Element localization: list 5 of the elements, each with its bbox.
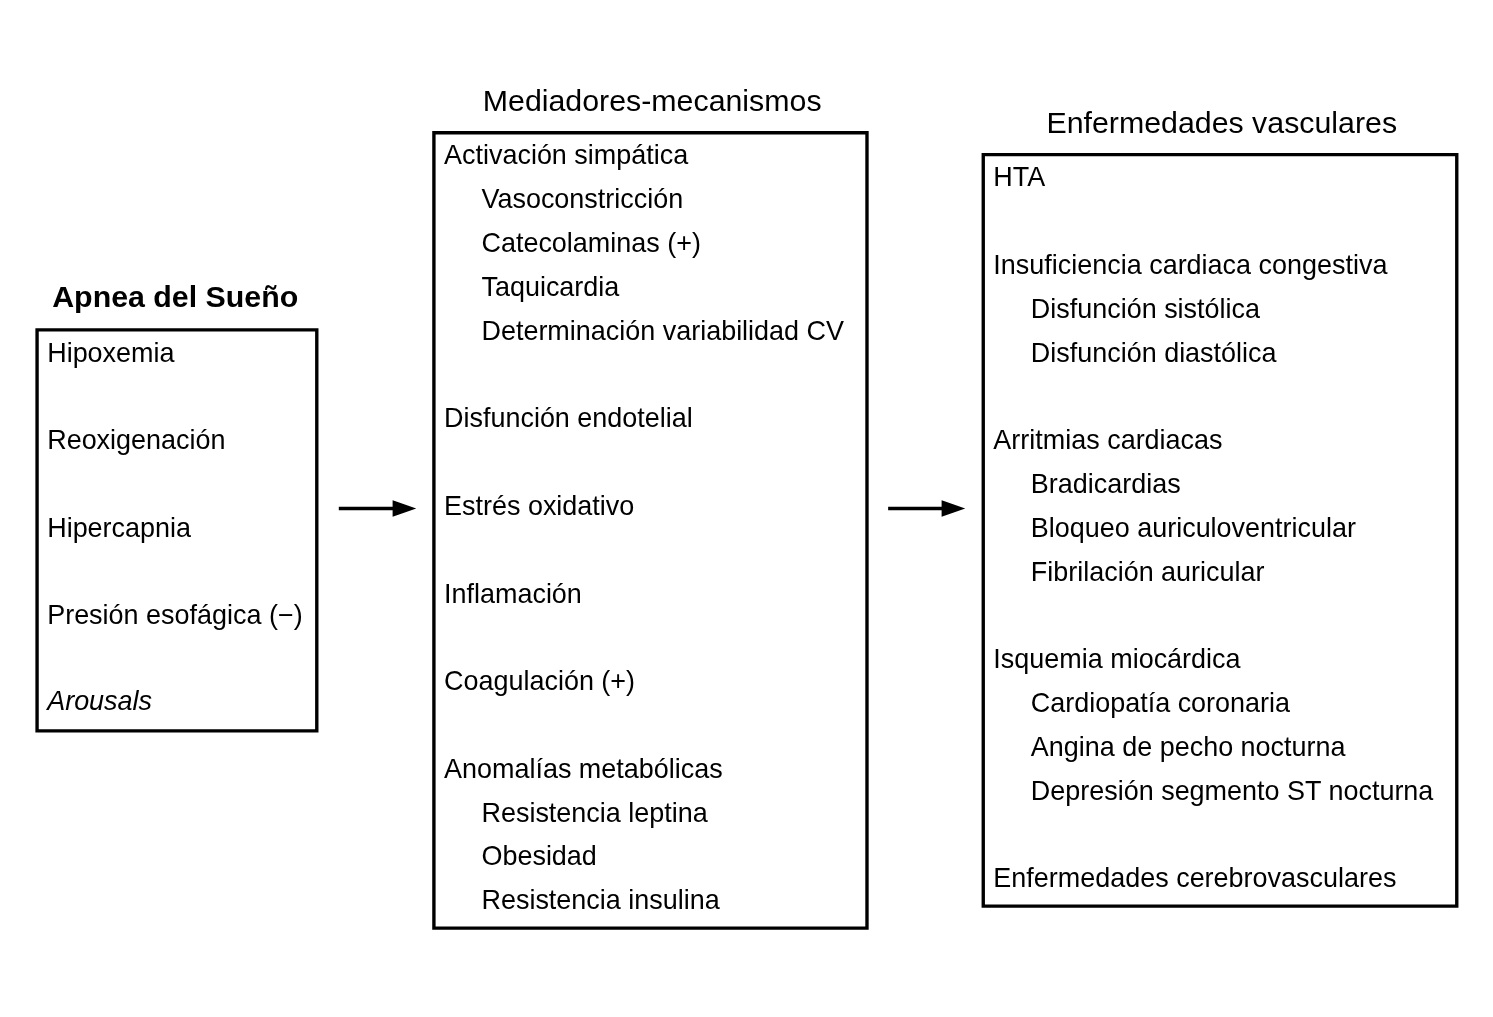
node-label: Enfermedades vasculares: [1046, 106, 1398, 140]
node-label: Mediadores-mecanismos: [482, 84, 822, 118]
arrow: [338, 500, 417, 517]
arrow: [888, 500, 966, 517]
node-label: Apnea del Sueño: [52, 279, 299, 313]
